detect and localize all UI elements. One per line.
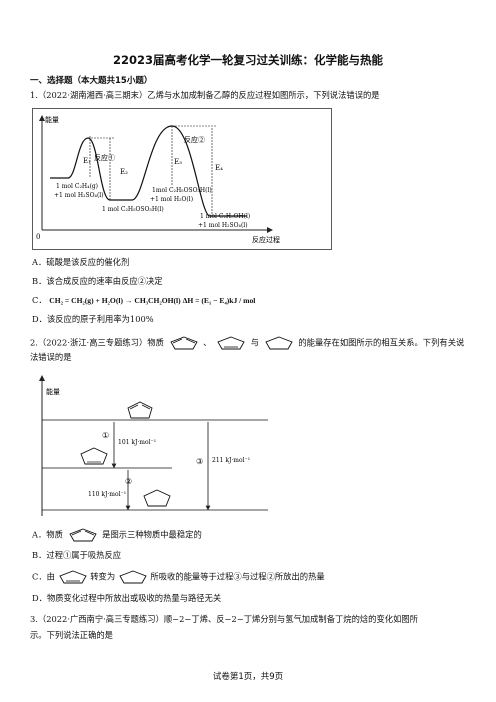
q1-option-c-equation: CH₂ = CH₂(g) + H₂O(l) → CH₃CH₂OH(l) ΔH =…	[49, 296, 256, 305]
y-axis-label: 能量	[45, 115, 59, 124]
label-E4: E₄	[215, 164, 223, 172]
q1-option-d: D．该反应的原子利用率为100%	[32, 314, 154, 324]
label-step2: 反应②	[184, 135, 205, 144]
cyclopentene-icon	[80, 447, 108, 465]
cyclopentadiene-icon	[169, 336, 198, 350]
q2-option-b: B．过程①属于吸热反应	[32, 550, 122, 560]
diagram-frame	[32, 108, 332, 250]
cyclopentene-icon	[217, 336, 245, 350]
label-step1: 反应①	[94, 153, 115, 162]
q1-option-c-label: C．	[32, 295, 47, 305]
label-e1: 101 kJ·mol⁻¹	[118, 439, 156, 446]
cyclopentane-icon	[265, 336, 293, 350]
page-title: 22023届高考化学一轮复习过关训练：化学能与热能	[112, 53, 383, 67]
cyclopentane-icon	[143, 489, 171, 507]
q1-stem: 1.（2022·湖南湘西·高三期末）乙烯与水加成制备乙醇的反应过程如图所示，下列…	[30, 90, 380, 100]
q1-energy-diagram: 能量 反应过程 0 E₁ 反应① E₂ E₃ 反应② E₄ 1 mol C₂H₄…	[32, 108, 332, 250]
q2-option-d: D．物质变化过程中所放出或吸收的热量与路径无关	[32, 593, 222, 603]
label-E3: E₃	[174, 158, 182, 166]
q2-stem-line2: 法错误的是	[30, 352, 72, 362]
reaction-curve	[50, 125, 247, 217]
label-step3: ③	[196, 457, 203, 466]
q3-stem: 3.（2022·广西南宁·高三专题练习）顺−2−丁烯、反−2−丁烯分别与氢气加成…	[30, 614, 418, 624]
state4-label-b: +1 mol H₂SO₄(l)	[198, 222, 248, 229]
label-e3: 211 kJ·mol⁻¹	[212, 457, 250, 464]
cyclopentadiene-icon	[127, 401, 153, 419]
section-heading: 一、选择题（本大题共15小题）	[30, 76, 153, 86]
state3-label-a: 1mol C₂H₅OSO₃H(l)	[152, 187, 212, 194]
label-step2: ②	[125, 477, 132, 486]
q1-option-c: C． CH₂ = CH₂(g) + H₂O(l) → CH₃CH₂OH(l) Δ…	[32, 294, 255, 306]
state2-label: 1 mol C₂H₅OSO₃H(l)	[102, 206, 164, 213]
state1-label-b: +1 mol H₂SO₄(l)	[54, 192, 104, 199]
q1-option-b: B．该合成反应的速率由反应②决定	[32, 276, 163, 286]
label-e2: 110 kJ·mol⁻¹	[88, 491, 126, 498]
cyclopentene-icon	[58, 570, 87, 584]
origin-label: 0	[36, 233, 40, 241]
q2-option-a: A．物质 是图示三种物质中最稳定的	[32, 528, 202, 542]
page-footer: 试卷第1页，共9页	[212, 672, 284, 682]
cyclopentadiene-icon	[68, 528, 97, 542]
x-axis-label: 反应过程	[252, 235, 280, 244]
state4-label-a: 1 mol C₂H₅OH(l)	[200, 213, 250, 220]
label-E1: E₁	[83, 157, 91, 165]
q1-option-a: A．硫酸是该反应的催化剂	[32, 257, 130, 267]
q3-stem-line2: 示。下列说法正确的是	[30, 630, 113, 640]
y-axis-label: 能量	[46, 387, 60, 396]
cyclopentane-icon	[119, 570, 147, 584]
label-E2: E₂	[120, 168, 128, 176]
q2-stem: 2.（2022·浙江·高三专题练习）物质 、 与 的能量存在如图所示的相互关系。…	[30, 336, 464, 350]
q2-option-c: C．由 转变为 所吸收的能量等于过程③与过程②所放出的热量	[32, 570, 325, 584]
state3-label-b: +1 mol H₂O(l)	[150, 196, 193, 203]
state1-label-a: 1 mol C₂H₄(g)	[56, 183, 98, 190]
q2-energy-diagram: 能量 ① 101 kJ·mol⁻¹ ② 110 kJ·mol⁻¹ ③ 211 k…	[39, 375, 268, 516]
label-step1: ①	[102, 431, 109, 440]
